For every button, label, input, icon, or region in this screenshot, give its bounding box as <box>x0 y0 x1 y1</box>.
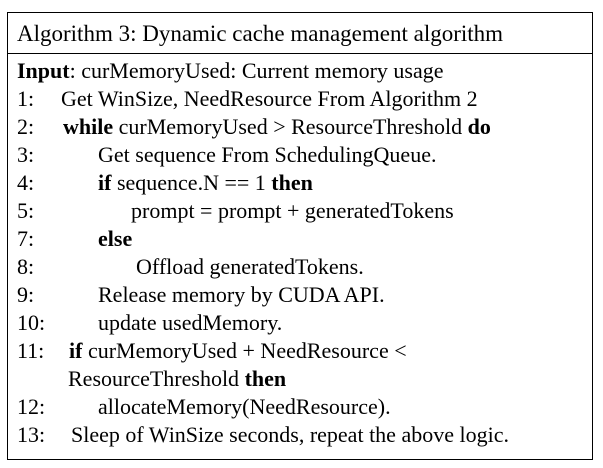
algo-line-4: 4: if sequence.N == 1 then <box>17 169 313 197</box>
line-text: Get sequence From SchedulingQueue. <box>98 142 437 167</box>
algo-line-1: 1: Get WinSize, NeedResource From Algori… <box>17 85 478 113</box>
line-number: 13: <box>17 422 46 447</box>
line-text: prompt = prompt + generatedTokens <box>131 198 454 223</box>
algo-line-12: 12: allocateMemory(NeedResource). <box>17 393 391 421</box>
line-text: allocateMemory(NeedResource). <box>98 394 391 419</box>
line-number: 5: <box>17 198 35 223</box>
algo-line-10: 10: update usedMemory. <box>17 309 282 337</box>
algorithm-title: Algorithm 3: Dynamic cache management al… <box>17 21 504 46</box>
input-keyword: Input <box>17 58 70 83</box>
else-keyword: else <box>98 226 133 251</box>
line-number: 11: <box>17 338 45 363</box>
algorithm-box: Algorithm 3: Dynamic cache management al… <box>7 12 593 460</box>
condition-text: sequence.N == 1 <box>111 170 272 195</box>
line-number: 4: <box>17 170 35 195</box>
line-number: 8: <box>17 254 35 279</box>
input-text: : curMemoryUsed: Current memory usage <box>69 58 444 83</box>
line-text: Get WinSize, NeedResource From Algorithm… <box>61 86 478 111</box>
condition-text: curMemoryUsed + NeedResource < <box>82 338 407 363</box>
line-number: 1: <box>17 86 35 111</box>
do-keyword: do <box>467 114 491 139</box>
algo-line-11: 11: if curMemoryUsed + NeedResource < <box>17 337 407 365</box>
line-text: update usedMemory. <box>98 310 283 335</box>
line-number: 9: <box>17 282 35 307</box>
then-keyword: then <box>244 366 287 391</box>
while-keyword: while <box>63 114 114 139</box>
algo-line-2: 2: while curMemoryUsed > ResourceThresho… <box>17 113 491 141</box>
line-text: Release memory by CUDA API. <box>98 282 385 307</box>
line-text: while curMemoryUsed > ResourceThreshold … <box>63 113 491 141</box>
line-number: 7: <box>17 226 35 251</box>
line-text: Sleep of WinSize seconds, repeat the abo… <box>71 422 509 447</box>
condition-text: curMemoryUsed > ResourceThreshold <box>113 114 468 139</box>
line-text: if sequence.N == 1 then <box>98 169 313 197</box>
title-divider <box>8 53 592 54</box>
algo-line-8: 8: Offload generatedTokens. <box>17 253 364 281</box>
line-text: if curMemoryUsed + NeedResource < <box>69 337 407 365</box>
algo-line-11-continued: ResourceThreshold then <box>68 365 286 393</box>
condition-text: ResourceThreshold <box>68 366 245 391</box>
input-line: Input: curMemoryUsed: Current memory usa… <box>17 57 444 85</box>
algo-line-9: 9: Release memory by CUDA API. <box>17 281 385 309</box>
line-number: 3: <box>17 142 35 167</box>
line-number: 12: <box>17 394 46 419</box>
algo-line-3: 3: Get sequence From SchedulingQueue. <box>17 141 436 169</box>
if-keyword: if <box>69 338 83 363</box>
algo-line-7: 7: else <box>17 225 132 253</box>
line-text: Offload generatedTokens. <box>136 254 364 279</box>
if-keyword: if <box>98 170 112 195</box>
line-number: 2: <box>17 114 35 139</box>
algo-line-5: 5: prompt = prompt + generatedTokens <box>17 197 454 225</box>
line-number: 10: <box>17 310 46 335</box>
algo-line-13: 13: Sleep of WinSize seconds, repeat the… <box>17 421 509 449</box>
then-keyword: then <box>271 170 313 195</box>
